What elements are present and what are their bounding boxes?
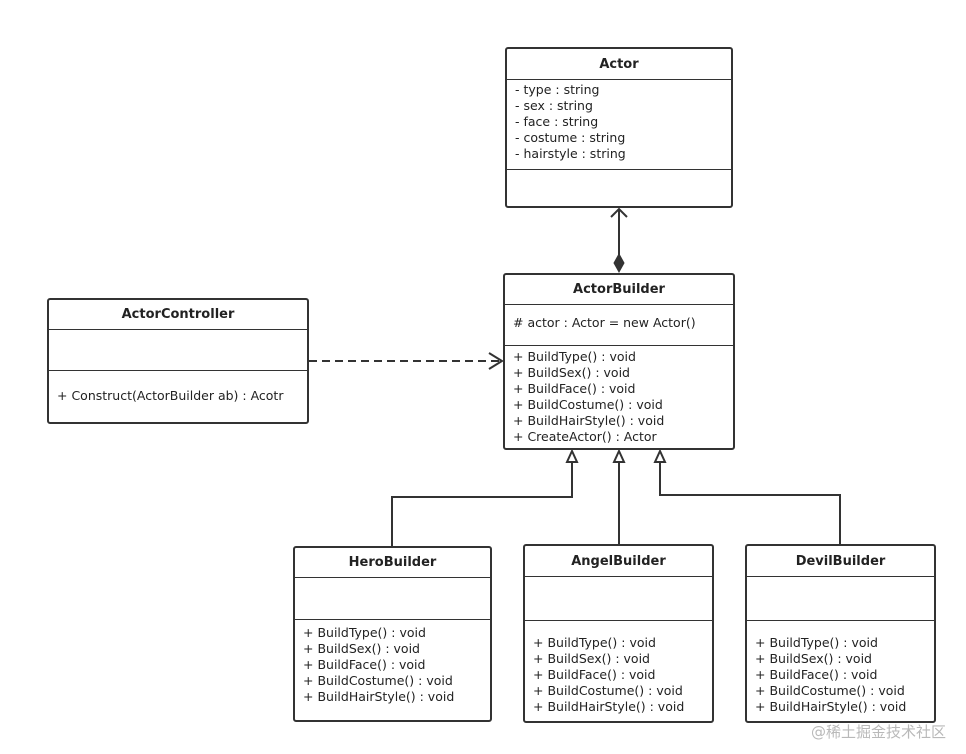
class-herobuilder-attributes	[295, 578, 490, 620]
operation: + BuildType() : void	[755, 635, 878, 650]
class-herobuilder-name: HeroBuilder	[295, 548, 490, 578]
class-actorbuilder-attributes: # actor : Actor = new Actor()	[505, 305, 733, 346]
dependency-controller-builder	[309, 352, 504, 370]
class-actor: Actor - type : string - sex : string - f…	[505, 47, 733, 208]
class-actorcontroller-name: ActorController	[49, 300, 307, 330]
class-devilbuilder: DevilBuilder + BuildType() : void + Buil…	[745, 544, 936, 723]
class-actorcontroller: ActorController + Construct(ActorBuilder…	[47, 298, 309, 424]
generalization-devil	[653, 448, 841, 545]
operation: + BuildType() : void	[533, 635, 656, 650]
class-actorbuilder-name: ActorBuilder	[505, 275, 733, 305]
operation: + BuildHairStyle() : void	[303, 689, 455, 704]
operation: + BuildFace() : void	[303, 657, 426, 672]
generalization-hero	[391, 448, 579, 547]
attribute: - face : string	[515, 114, 599, 129]
class-devilbuilder-attributes	[747, 577, 934, 621]
operation: + BuildFace() : void	[755, 667, 878, 682]
attribute: # actor : Actor = new Actor()	[513, 315, 696, 330]
class-angelbuilder-attributes	[525, 577, 712, 621]
attribute: - hairstyle : string	[515, 146, 626, 161]
generalization-angel	[612, 448, 626, 545]
operation: + BuildSex() : void	[513, 365, 630, 380]
class-actorcontroller-operations: + Construct(ActorBuilder ab) : Acotr	[49, 371, 307, 408]
class-actorcontroller-attributes	[49, 330, 307, 371]
class-actor-operations	[507, 170, 731, 178]
composition-actorbuilder-actor	[610, 207, 628, 274]
operation: + BuildHairStyle() : void	[513, 413, 665, 428]
operation: + Construct(ActorBuilder ab) : Acotr	[57, 388, 284, 403]
attribute: - type : string	[515, 82, 600, 97]
operation: + BuildFace() : void	[533, 667, 656, 682]
class-actor-name: Actor	[507, 49, 731, 80]
class-devilbuilder-name: DevilBuilder	[747, 546, 934, 577]
operation: + BuildFace() : void	[513, 381, 636, 396]
operation: + BuildHairStyle() : void	[533, 699, 685, 714]
operation: + BuildType() : void	[513, 349, 636, 364]
attribute: - sex : string	[515, 98, 593, 113]
class-actor-attributes: - type : string - sex : string - face : …	[507, 80, 731, 170]
operation: + BuildCostume() : void	[513, 397, 663, 412]
class-herobuilder-operations: + BuildType() : void + BuildSex() : void…	[295, 620, 490, 709]
operation: + BuildCostume() : void	[533, 683, 683, 698]
operation: + CreateActor() : Actor	[513, 429, 657, 444]
operation: + BuildSex() : void	[755, 651, 872, 666]
operation: + BuildSex() : void	[303, 641, 420, 656]
operation: + BuildCostume() : void	[303, 673, 453, 688]
operation: + BuildCostume() : void	[755, 683, 905, 698]
class-herobuilder: HeroBuilder + BuildType() : void + Build…	[293, 546, 492, 722]
attribute: - costume : string	[515, 130, 626, 145]
operation: + BuildHairStyle() : void	[755, 699, 907, 714]
class-devilbuilder-operations: + BuildType() : void + BuildSex() : void…	[747, 621, 934, 719]
class-actorbuilder: ActorBuilder # actor : Actor = new Actor…	[503, 273, 735, 450]
class-angelbuilder-operations: + BuildType() : void + BuildSex() : void…	[525, 621, 712, 719]
watermark: @稀土掘金技术社区	[810, 723, 946, 741]
class-angelbuilder-name: AngelBuilder	[525, 546, 712, 577]
operation: + BuildSex() : void	[533, 651, 650, 666]
class-angelbuilder: AngelBuilder + BuildType() : void + Buil…	[523, 544, 714, 723]
operation: + BuildType() : void	[303, 625, 426, 640]
class-actorbuilder-operations: + BuildType() : void + BuildSex() : void…	[505, 346, 733, 449]
